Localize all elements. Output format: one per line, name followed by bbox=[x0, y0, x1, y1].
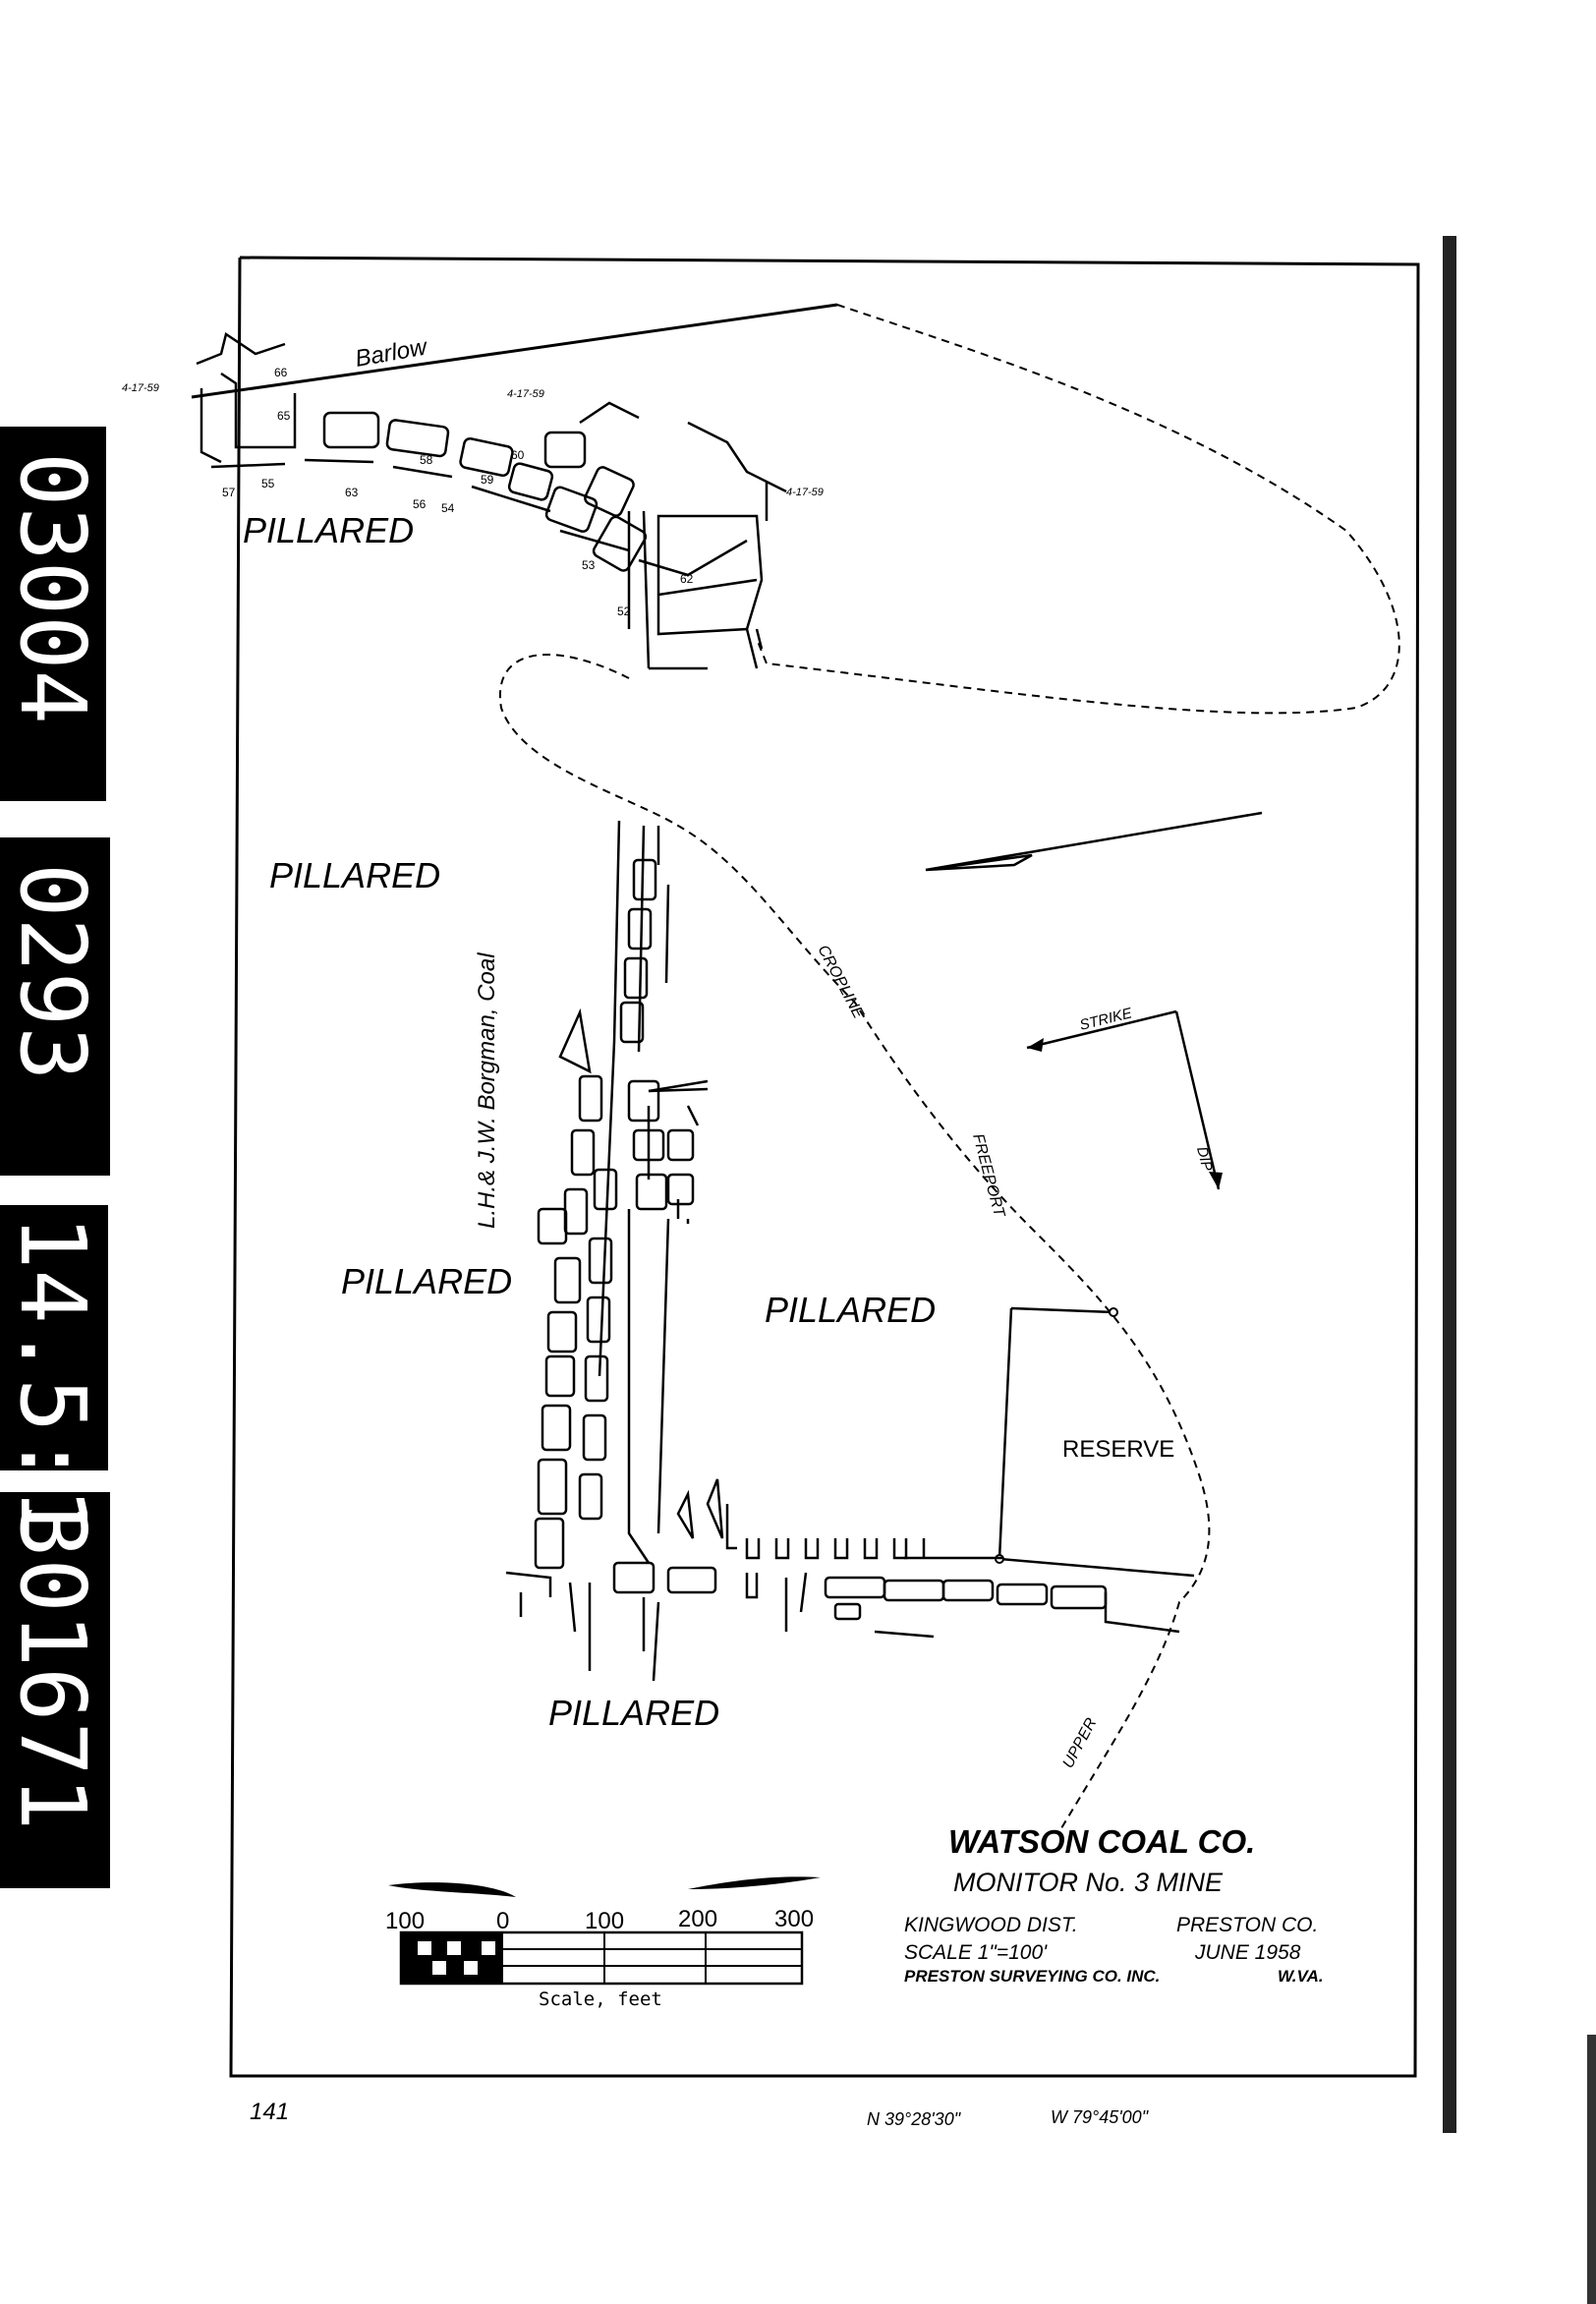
station-label: 62 bbox=[680, 572, 694, 586]
scale-tick: 0 bbox=[496, 1908, 509, 1934]
mine-workings bbox=[196, 331, 1180, 1682]
longitude: W 79°45'00" bbox=[1051, 2107, 1150, 2127]
scan-edge bbox=[1443, 236, 1456, 2133]
station-label: 66 bbox=[274, 366, 288, 379]
stamp-text: 03004 bbox=[0, 452, 105, 724]
survey-stations: 55 57 63 58 59 60 56 54 53 52 62 66 65 bbox=[222, 366, 694, 618]
station-label: 54 bbox=[441, 501, 455, 515]
latitude: N 39°28'30" bbox=[867, 2109, 962, 2129]
barlow-label: Barlow bbox=[353, 333, 430, 373]
date-label: 4-17-59 bbox=[507, 388, 544, 400]
station-label: 57 bbox=[222, 486, 236, 499]
reserve-label: RESERVE bbox=[1062, 1436, 1174, 1463]
cropline-label: CROPLINE bbox=[814, 943, 867, 1021]
map-date: JUNE 1958 bbox=[1194, 1941, 1301, 1964]
scan-edge bbox=[1587, 2035, 1596, 2304]
owner-label: L.H.& J.W. Borgman, Coal bbox=[474, 952, 500, 1229]
cropline bbox=[498, 304, 1400, 1829]
fault-line bbox=[925, 811, 1263, 872]
stamp-text: 301671 bbox=[0, 1504, 105, 1830]
title-block: WATSON COAL CO. MONITOR No. 3 MINE KINGW… bbox=[904, 1823, 1324, 1986]
pillared-label: PILLARED bbox=[548, 1693, 719, 1733]
district: KINGWOOD DIST. bbox=[904, 1914, 1078, 1936]
date-label: 4-17-59 bbox=[122, 382, 159, 394]
strike-dip-symbol: STRIKE DIP bbox=[1026, 1005, 1223, 1190]
dip-label: DIP bbox=[1193, 1145, 1216, 1173]
stamp-bar bbox=[0, 427, 106, 801]
scale-tick: 100 bbox=[585, 1908, 624, 1934]
date-label: 4-17-59 bbox=[786, 487, 824, 498]
pillared-label: PILLARED bbox=[243, 510, 414, 550]
surveyor: PRESTON SURVEYING CO. INC. bbox=[904, 1967, 1160, 1986]
sheet-number: 141 bbox=[250, 2099, 289, 2125]
station-label: 65 bbox=[277, 409, 291, 423]
station-label: 59 bbox=[481, 473, 494, 487]
station-label: 56 bbox=[413, 497, 427, 511]
stamp-bar bbox=[0, 1492, 110, 1888]
stamp-bar bbox=[0, 837, 110, 1176]
stamp-bar bbox=[0, 1205, 108, 1470]
pillared-label: PILLARED bbox=[765, 1290, 936, 1330]
station-label: 55 bbox=[261, 477, 275, 490]
side-stamps: 03004 0293 14.5:1 301671 bbox=[0, 427, 110, 1888]
company-name: WATSON COAL CO. bbox=[948, 1823, 1255, 1860]
scale-tick: 100 bbox=[385, 1908, 425, 1934]
map-frame bbox=[229, 256, 1420, 2078]
scale-caption: Scale, feet bbox=[539, 1988, 662, 2010]
pillared-label: PILLARED bbox=[341, 1261, 512, 1301]
scan-smudge bbox=[388, 1876, 821, 1897]
station-label: 58 bbox=[420, 453, 433, 467]
state: W.VA. bbox=[1278, 1967, 1324, 1986]
arrow-icon bbox=[1027, 1038, 1044, 1052]
station-label: 63 bbox=[345, 486, 359, 499]
station-label: 53 bbox=[582, 558, 596, 572]
scale-tick: 300 bbox=[774, 1906, 814, 1932]
station-label: 52 bbox=[617, 605, 631, 618]
pillared-label: PILLARED bbox=[269, 855, 440, 895]
station-label: 60 bbox=[511, 448, 525, 462]
arrow-icon bbox=[1209, 1172, 1223, 1189]
scale-bar: 100 0 100 200 300 Scale, feet bbox=[385, 1876, 821, 2010]
county: PRESTON CO. bbox=[1176, 1914, 1318, 1936]
scale-tick: 200 bbox=[678, 1906, 717, 1932]
map-scale: SCALE 1"=100' bbox=[904, 1941, 1048, 1964]
upper-label: UPPER bbox=[1060, 1715, 1101, 1771]
freeport-label: FREEPORT bbox=[969, 1132, 1007, 1220]
stamp-text: 14.5:1 bbox=[0, 1215, 105, 1541]
stamp-text: 0293 bbox=[0, 863, 105, 1081]
barlow-line bbox=[191, 303, 838, 399]
mine-name: MONITOR No. 3 MINE bbox=[953, 1868, 1224, 1897]
